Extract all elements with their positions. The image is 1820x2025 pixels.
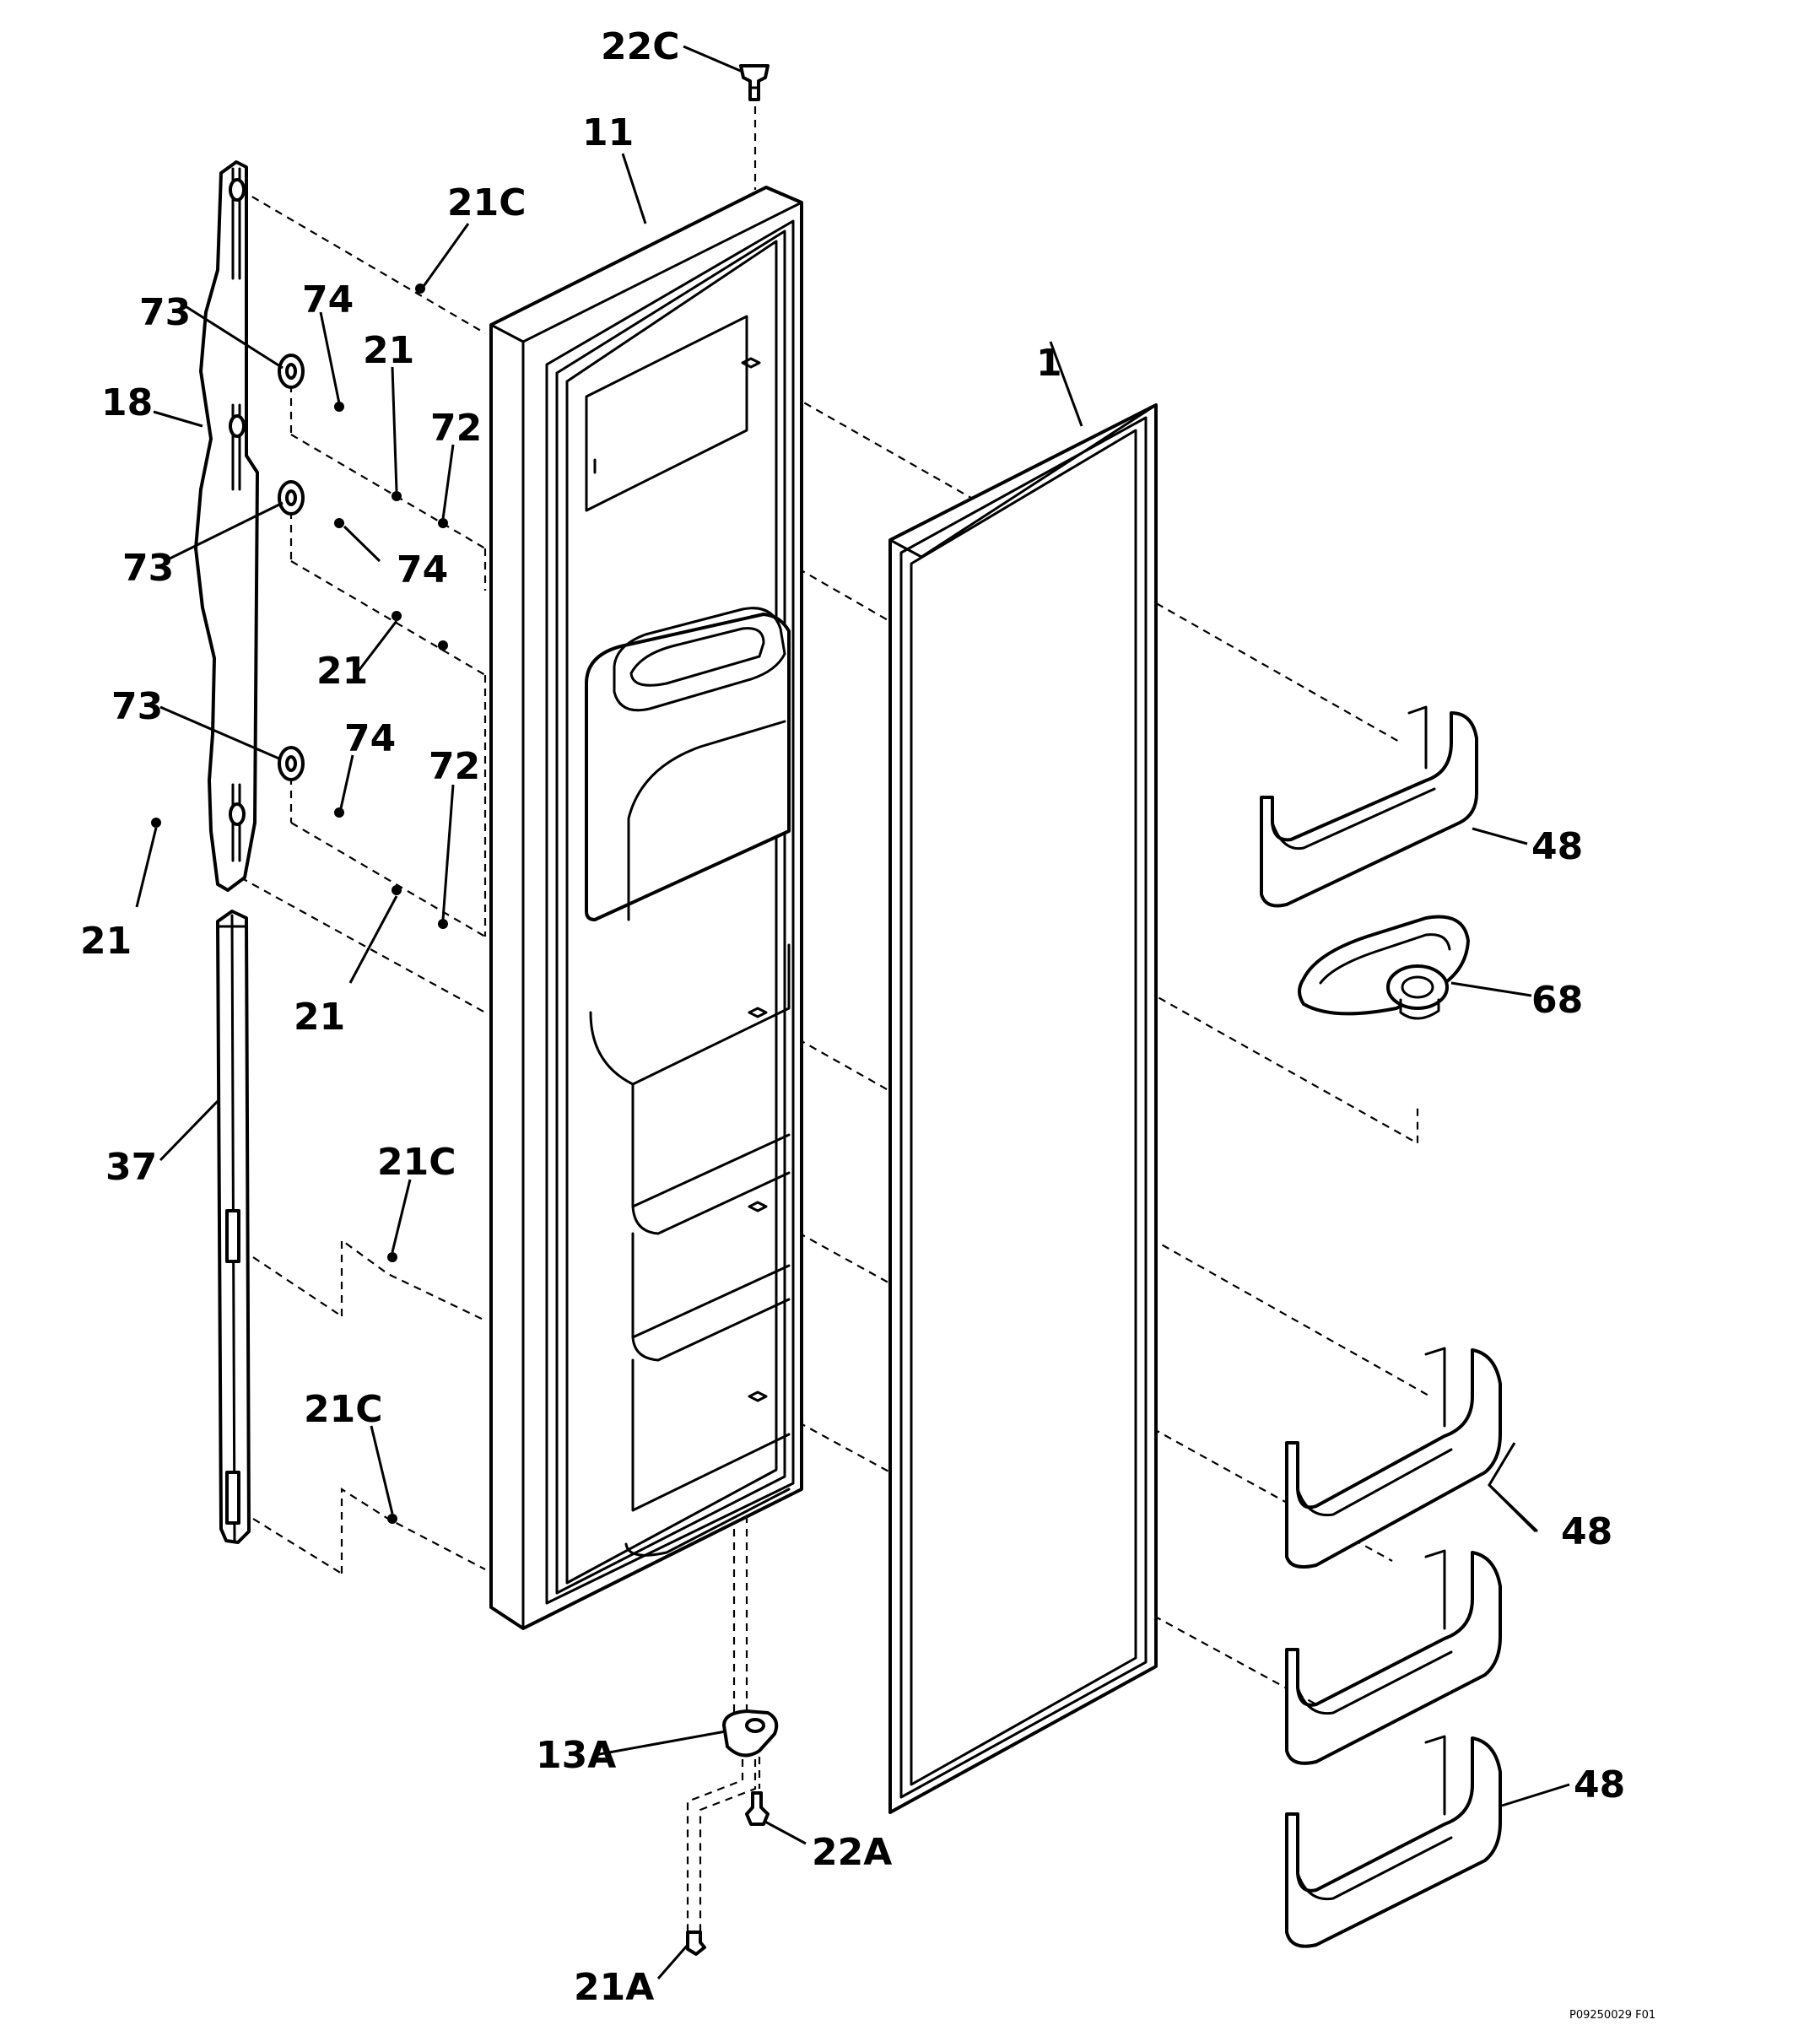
callout-48-low: 48	[1574, 1763, 1625, 1806]
callout-18: 18	[101, 381, 153, 424]
part-1-gasket	[888, 403, 1158, 1814]
callout-72-b: 72	[429, 745, 480, 788]
part-48-bin-mid	[1285, 1347, 1502, 1765]
part-11-door	[489, 186, 803, 1630]
part-13a-bottom-hinge	[722, 1709, 779, 1758]
callout-21-b: 21	[316, 650, 368, 693]
callout-21-a: 21	[363, 329, 414, 372]
callout-1: 1	[1036, 342, 1062, 385]
part-73-bushings	[278, 354, 305, 781]
callout-21c-low: 21C	[304, 1388, 383, 1431]
callout-21-d: 21	[294, 996, 345, 1039]
callout-11: 11	[582, 111, 634, 154]
leader-lines	[135, 45, 1570, 1979]
callout-74-a: 74	[302, 278, 354, 321]
part-68-cup-holder	[1298, 915, 1470, 1020]
part-22a-screw	[745, 1791, 770, 1826]
part-37-handle	[216, 910, 251, 1544]
callout-74-c: 74	[344, 717, 396, 760]
callout-48-top: 48	[1531, 825, 1583, 868]
callout-13a: 13A	[536, 1734, 616, 1777]
callout-21a: 21A	[574, 1966, 654, 2009]
callout-73-b: 73	[122, 547, 174, 590]
callout-48-mid: 48	[1561, 1510, 1612, 1553]
callout-21c-mid: 21C	[377, 1141, 456, 1184]
part-48-bin-low	[1285, 1735, 1502, 1948]
assembly-lines	[240, 93, 1431, 1932]
part-22c-screw	[739, 64, 770, 101]
callout-73-a: 73	[139, 291, 191, 334]
drawing-code: P09250029 F01	[1569, 2009, 1655, 2022]
part-48-bin-top	[1260, 705, 1478, 908]
screw-markers	[151, 284, 448, 1524]
part-21a-screw	[686, 1930, 706, 1956]
callout-68: 68	[1531, 979, 1583, 1022]
callout-72-a: 72	[430, 407, 482, 450]
callout-21-c: 21	[80, 920, 132, 963]
callout-21c-top: 21C	[447, 181, 527, 224]
callout-22c: 22C	[601, 25, 680, 68]
callout-74-b: 74	[397, 548, 448, 591]
callout-22a: 22A	[812, 1831, 892, 1874]
part-18-hinge-arm	[194, 160, 259, 892]
callout-73-c: 73	[111, 685, 163, 728]
callout-labels: 22C 11 21C 73 74 21 18 72 73 74 21 73 74…	[80, 25, 1655, 2022]
callout-37: 37	[105, 1146, 157, 1189]
